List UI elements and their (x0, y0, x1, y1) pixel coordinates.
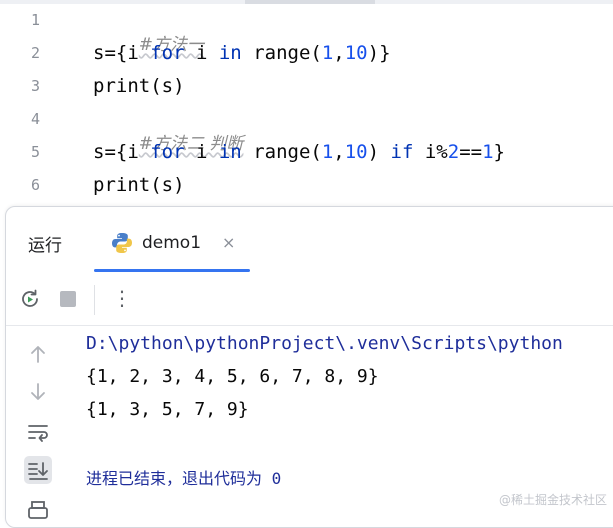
code-token: , (333, 141, 345, 163)
code-token: == (459, 141, 483, 163)
rerun-icon[interactable] (18, 287, 42, 311)
code-token: in (218, 42, 242, 64)
code-comment: #方法一 (138, 35, 205, 55)
code-token: for (150, 42, 185, 64)
scroll-to-end-icon[interactable] (24, 456, 52, 484)
line-number: 6 (30, 176, 40, 194)
code-token: )} (367, 42, 391, 64)
code-line-3[interactable]: print(s) (93, 74, 185, 98)
arrow-up-icon[interactable] (24, 340, 52, 368)
code-line-1[interactable]: #方法一 (93, 8, 204, 81)
code-token: if (390, 141, 414, 163)
code-token: 2 (447, 141, 460, 163)
code-comment: #方法二 判断 (138, 134, 244, 154)
code-line-6[interactable]: print(s) (93, 173, 185, 197)
code-editor[interactable]: 1 2 3 4 5 6 #方法一 s={i for i in range(1,1… (0, 0, 613, 208)
console-side-toolbar (6, 326, 64, 526)
stop-icon[interactable] (56, 287, 80, 311)
code-line-2[interactable]: s={i for i in range(1,10)} (93, 41, 391, 65)
code-token: range( (241, 42, 322, 64)
code-token: s={i (93, 141, 151, 163)
code-token: for (150, 141, 185, 163)
line-number: 3 (30, 77, 40, 95)
toolbar-separator (94, 285, 95, 315)
tab-demo1[interactable]: demo1 × (96, 219, 248, 271)
code-token: ) (367, 141, 391, 163)
code-token: print(s) (93, 75, 185, 97)
code-token: 1 (321, 141, 334, 163)
print-icon[interactable] (24, 498, 52, 526)
code-token: s={i (93, 42, 151, 64)
console-output[interactable]: D:\python\pythonProject\.venv\Scripts\py… (86, 326, 613, 526)
tab-label: demo1 (142, 233, 202, 253)
editor-scroll-indicator (0, 0, 613, 4)
line-number-gutter: 1 2 3 4 5 6 (0, 0, 62, 208)
close-icon[interactable]: × (222, 233, 236, 252)
run-panel-title: 运行 (28, 236, 62, 256)
code-token: i (184, 141, 219, 163)
more-options-icon[interactable]: ⋮ (112, 286, 132, 310)
line-number: 2 (30, 44, 40, 62)
soft-wrap-icon[interactable] (24, 418, 52, 446)
console-interpreter-path: D:\python\pythonProject\.venv\Scripts\py… (86, 333, 563, 354)
line-number: 4 (30, 110, 40, 128)
code-token: 10 (344, 42, 368, 64)
code-token: } (493, 141, 505, 163)
code-token: 1 (482, 141, 494, 163)
code-line-4[interactable]: #方法二 判断 (93, 107, 244, 180)
code-token: range( (241, 141, 322, 163)
code-token: i (184, 42, 219, 64)
python-icon (112, 233, 132, 253)
code-token: i% (413, 141, 448, 163)
code-line-5[interactable]: s={i for i in range(1,10) if i%2==1} (93, 140, 505, 164)
line-number: 1 (30, 11, 40, 29)
console-exit-message: 进程已结束，退出代码为 0 (86, 469, 282, 488)
line-number: 5 (30, 143, 40, 161)
console-output-line: {1, 2, 3, 4, 5, 6, 7, 8, 9} (86, 366, 379, 387)
run-tool-window: 运行 demo1 × ⋮ (5, 206, 613, 528)
console-output-line: {1, 3, 5, 7, 9} (86, 399, 249, 420)
arrow-down-icon[interactable] (24, 378, 52, 406)
run-toolbar: ⋮ (6, 275, 613, 326)
run-panel-header: 运行 demo1 × (6, 207, 613, 273)
code-token: in (218, 141, 242, 163)
code-token: 1 (321, 42, 334, 64)
code-token: print(s) (93, 174, 185, 196)
code-token: 10 (344, 141, 368, 163)
tab-active-indicator (94, 269, 250, 272)
watermark: @稀土掘金技术社区 (498, 493, 607, 507)
code-token: , (333, 42, 345, 64)
